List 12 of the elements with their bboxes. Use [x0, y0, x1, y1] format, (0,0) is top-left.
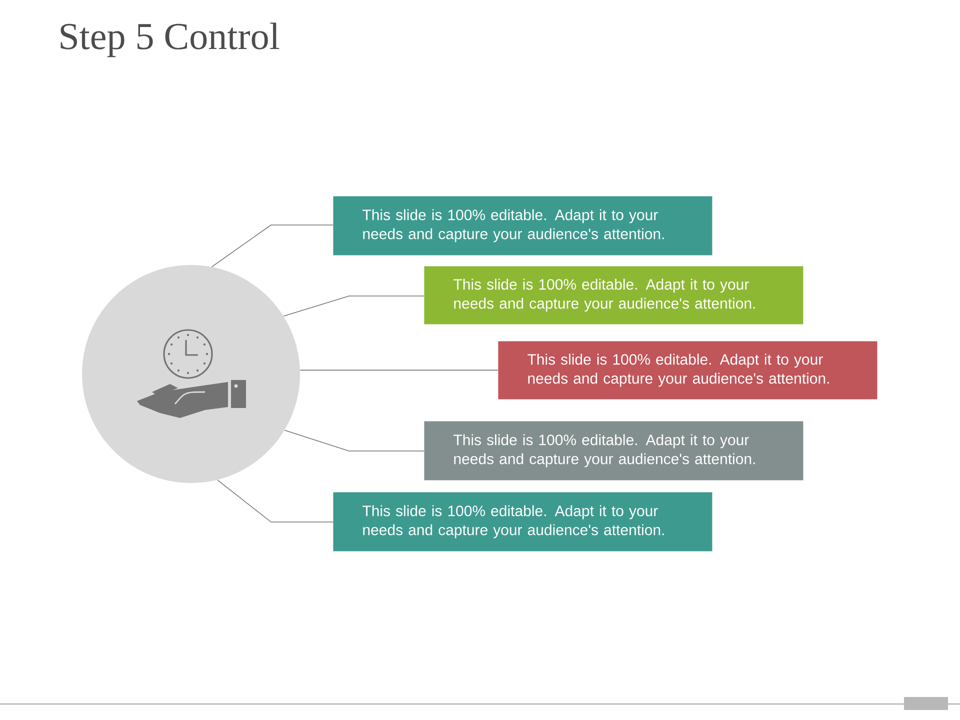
connector-line [300, 370, 498, 371]
circle [82, 265, 300, 483]
connector-line [211, 224, 334, 268]
title: Step 5 Control [60, 22, 280, 58]
connector-line [283, 296, 424, 317]
text-box: This slide is 100% editable. Adapt it to your needs and capture your audience's attention. [333, 196, 712, 256]
connector-line [284, 430, 424, 452]
connector-line [217, 480, 334, 522]
text-box: This slide is 100% editable. Adapt it to your needs and capture your audience's attention. [424, 266, 804, 324]
text-box: This slide is 100% editable. Adapt it to your needs and capture your audience's attention. [424, 421, 804, 480]
text-box: This slide is 100% editable. Adapt it to your needs and capture your audience's attention. [498, 341, 878, 400]
text-box: This slide is 100% editable. Adapt it to your needs and capture your audience's attention. [333, 492, 712, 552]
